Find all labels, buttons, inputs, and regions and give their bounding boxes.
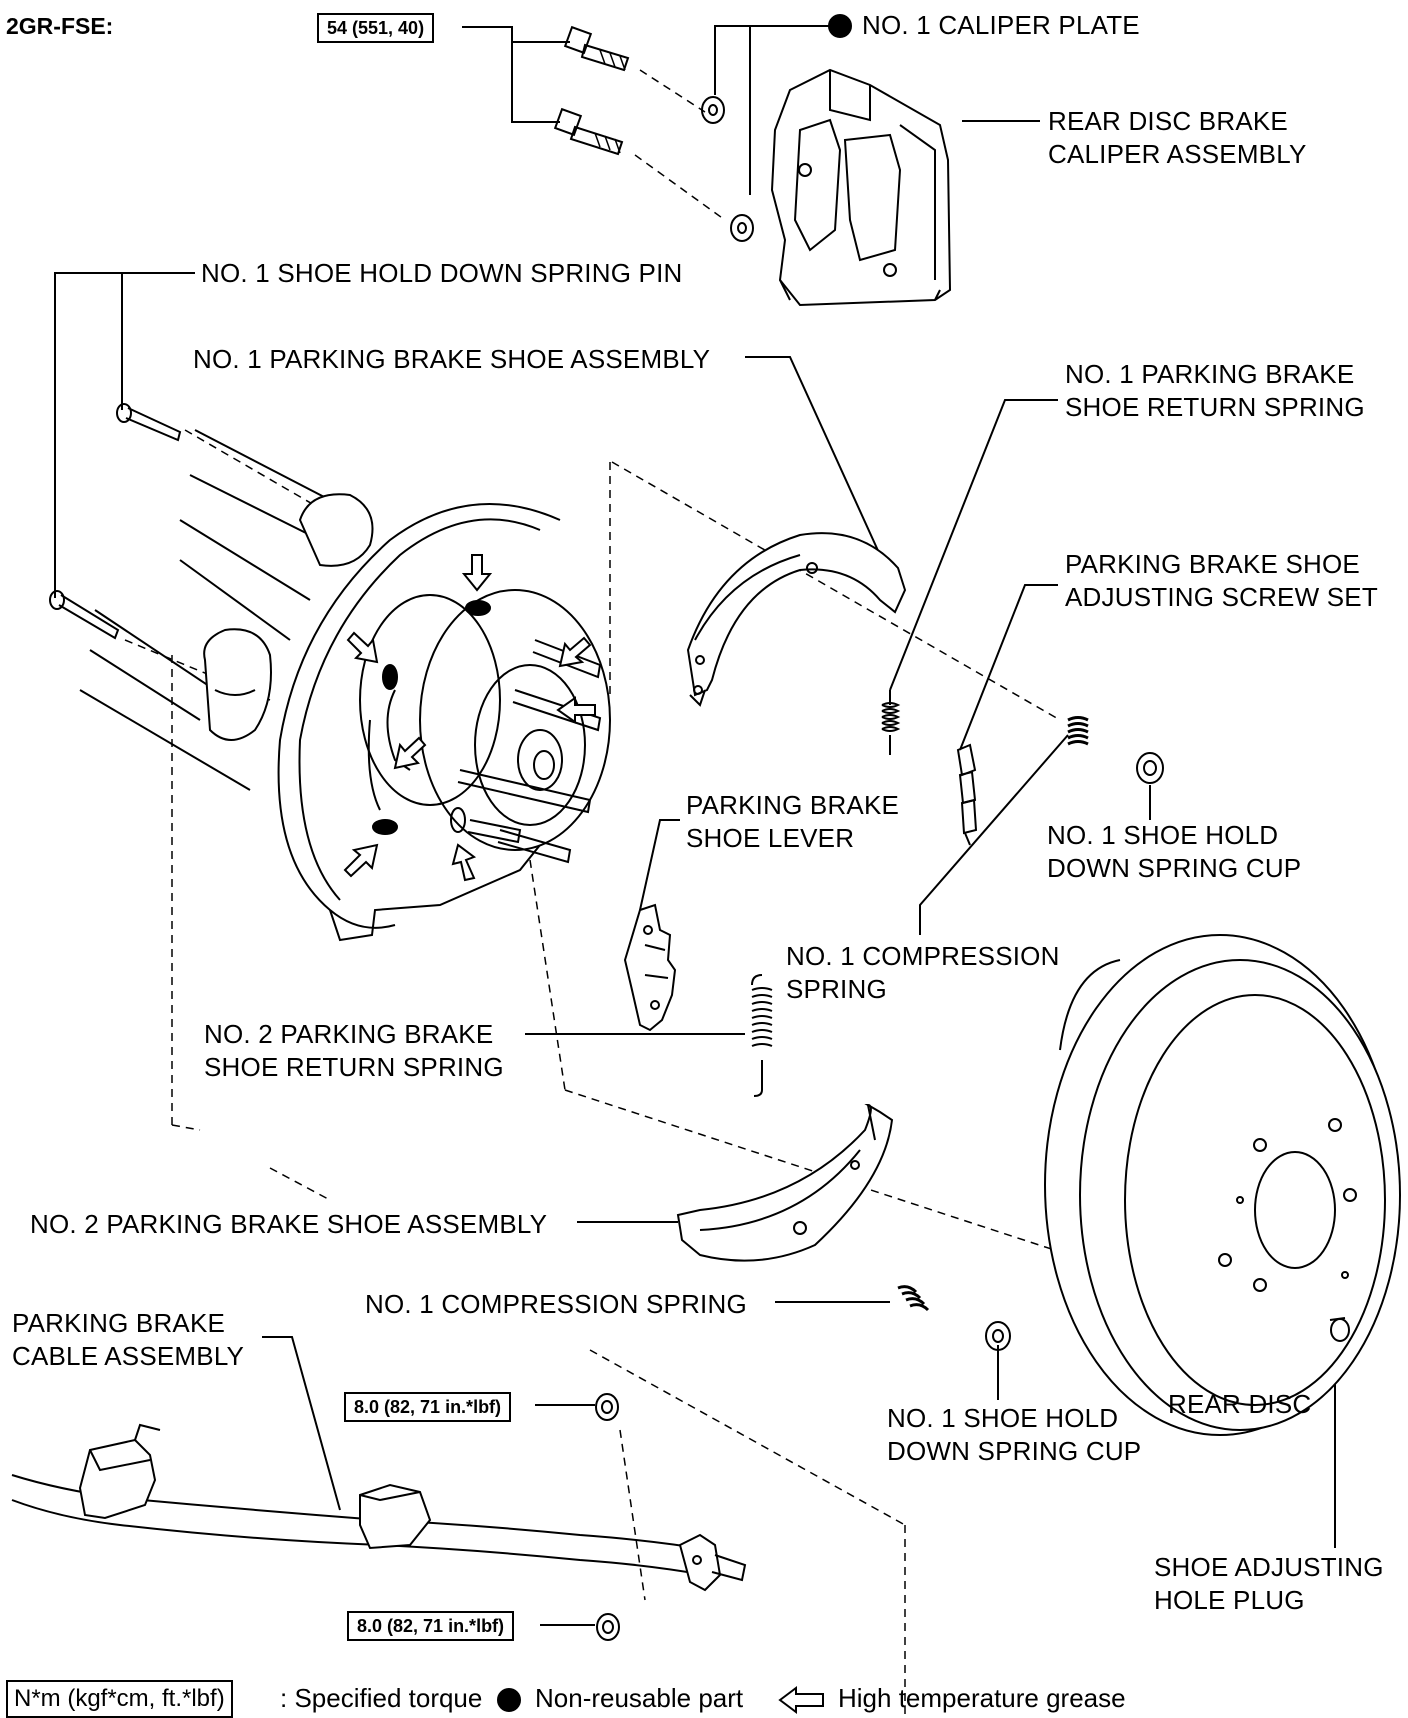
hold-down-pin-upper (116, 403, 182, 442)
label-compression-spring-1-line2: SPRING (786, 974, 887, 1004)
label-return-spring-1-line2: SHOE RETURN SPRING (1065, 392, 1365, 422)
label-compression-spring-1-line1: NO. 1 COMPRESSION (786, 941, 1060, 971)
compression-spring-1 (1067, 716, 1089, 746)
engine-label: 2GR-FSE: (6, 13, 114, 39)
label-spring-cup-1-line2: DOWN SPRING CUP (1047, 853, 1302, 883)
legend-grease-arrow-icon (778, 1686, 824, 1714)
torque-cable-nut-lower: 8.0 (82, 71 in.*lbf) (347, 1611, 515, 1641)
label-cable-assembly-line2: CABLE ASSEMBLY (12, 1341, 245, 1371)
grease-arrows (343, 554, 596, 882)
spring-cup-1 (1136, 752, 1164, 784)
alignment-dashed-lines (124, 69, 1336, 1714)
caliper-bolt-lower (553, 107, 624, 156)
label-compression-spring-2: NO. 1 COMPRESSION SPRING (365, 1289, 747, 1319)
label-spring-cup-2-line1: NO. 1 SHOE HOLD (887, 1403, 1119, 1433)
torque-cable-nut-upper: 8.0 (82, 71 in.*lbf) (344, 1392, 512, 1422)
caliper-plate-washers (701, 96, 754, 242)
hole-plug (1329, 1317, 1350, 1342)
spring-cup-2 (985, 1321, 1011, 1351)
label-shoe-assembly-1: NO. 1 PARKING BRAKE SHOE ASSEMBLY (193, 344, 711, 374)
label-adjusting-screw-line1: PARKING BRAKE SHOE (1065, 549, 1360, 579)
legend-grease: High temperature grease (838, 1683, 1126, 1713)
shoe-assembly-1 (686, 532, 907, 707)
label-spring-cup-1-line1: NO. 1 SHOE HOLD (1047, 820, 1279, 850)
cable-nut-upper (595, 1393, 619, 1421)
label-adjusting-screw-line2: ADJUSTING SCREW SET (1065, 582, 1378, 612)
return-spring-1 (881, 690, 901, 755)
label-hole-plug-line1: SHOE ADJUSTING (1154, 1552, 1384, 1582)
rear-disc (1044, 934, 1401, 1436)
label-hole-plug-line2: HOLE PLUG (1154, 1585, 1305, 1615)
non-reusable-dot (828, 14, 852, 38)
label-spring-cup-2-line2: DOWN SPRING CUP (887, 1436, 1142, 1466)
hold-down-pin-lower (49, 590, 120, 640)
compression-spring-2 (897, 1285, 930, 1312)
label-caliper-assembly-line1: REAR DISC BRAKE (1048, 106, 1288, 136)
legend-non-reusable: Non-reusable part (535, 1683, 744, 1713)
label-shoe-lever-line2: SHOE LEVER (686, 823, 855, 853)
label-rear-disc: REAR DISC (1168, 1389, 1312, 1419)
legend-torque-unit: N*m (kgf*cm, ft.*lbf) (6, 1680, 233, 1718)
label-shoe-assembly-2: NO. 2 PARKING BRAKE SHOE ASSEMBLY (30, 1209, 548, 1239)
legend-torque-text: : Specified torque (280, 1683, 483, 1713)
caliper-bolt-upper (563, 25, 630, 72)
return-spring-2 (751, 974, 773, 1097)
label-return-spring-2-line2: SHOE RETURN SPRING (204, 1052, 504, 1082)
legend-non-reusable-dot-icon (497, 1688, 521, 1712)
caliper-assembly (770, 68, 952, 307)
label-return-spring-2-line1: NO. 2 PARKING BRAKE (204, 1019, 494, 1049)
cable-nut-lower (596, 1613, 620, 1641)
shoe-assembly-2 (676, 1103, 894, 1262)
shoe-lever (623, 903, 677, 1032)
label-cable-assembly-line1: PARKING BRAKE (12, 1308, 226, 1338)
adjusting-screw-set (956, 743, 978, 846)
torque-caliper-bolt: 54 (551, 40) (317, 13, 435, 43)
label-hold-down-pin: NO. 1 SHOE HOLD DOWN SPRING PIN (201, 258, 683, 288)
label-return-spring-1-line1: NO. 1 PARKING BRAKE (1065, 359, 1355, 389)
label-caliper-assembly-line2: CALIPER ASSEMBLY (1048, 139, 1307, 169)
label-shoe-lever-line1: PARKING BRAKE (686, 790, 900, 820)
label-caliper-plate: NO. 1 CALIPER PLATE (862, 10, 1140, 40)
parking-brake-cable (11, 1423, 747, 1592)
